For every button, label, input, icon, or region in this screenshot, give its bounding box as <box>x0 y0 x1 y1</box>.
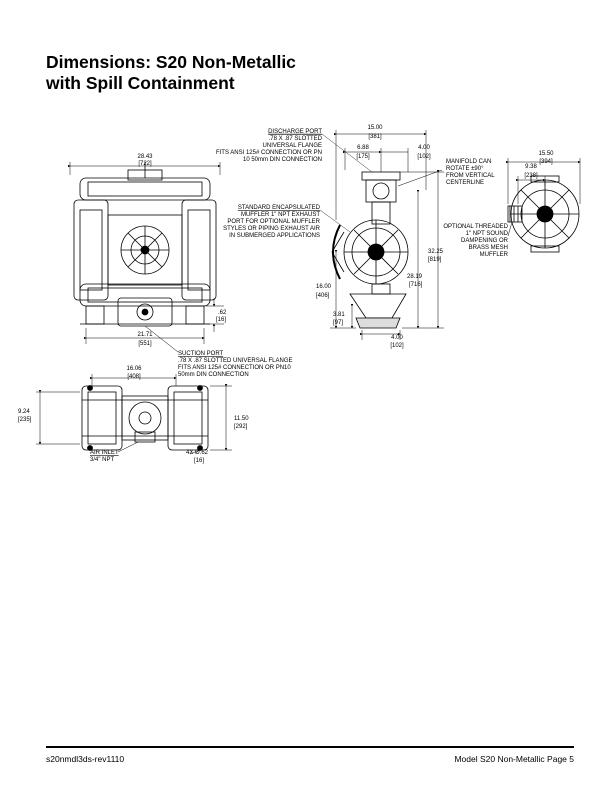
side-view-dimensions <box>330 130 444 340</box>
suction-port-line-3: FITS ANSI 125# CONNECTION OR PN10 <box>178 365 291 371</box>
top-view-dimensions <box>36 374 232 455</box>
side-width-label: 15.00 <box>367 125 383 131</box>
air-inlet-line-1: AIR INLET <box>90 450 119 456</box>
flange-offset-label: 6.88 <box>357 145 369 151</box>
base-width-mm-label: [102] <box>390 343 404 349</box>
bolt-hole-label: 4X Ø.62 <box>186 450 209 456</box>
end-half-width-mm-label: [238] <box>524 173 538 179</box>
top-depth-right-label: 11.50 <box>234 416 249 422</box>
manifold-line-3: FROM VERTICAL <box>446 173 495 179</box>
front-width-label: 28.43 <box>137 154 153 160</box>
optional-muffler-line-2: 1" NPT SOUND <box>466 231 509 237</box>
suction-port-line-4: 50mm DIN CONNECTION <box>178 372 249 378</box>
front-width-mm-label: [722] <box>138 161 152 167</box>
height-total-mm-label: [819] <box>428 257 442 263</box>
front-base-width-mm-label: [551] <box>138 341 152 347</box>
manifold-line-1: MANIFOLD CAN <box>446 159 491 165</box>
footer-page-label: Model S20 Non-Metallic Page 5 <box>454 754 574 764</box>
top-width-mm-label: [408] <box>127 374 141 380</box>
height-mid-label: 28.19 <box>407 274 423 280</box>
side-view-pump <box>331 171 409 329</box>
muffler-title: STANDARD ENCAPSULATED <box>238 205 321 211</box>
height-inlet-mm-label: [406] <box>316 293 330 299</box>
foot-height-mm-label: [16] <box>216 317 226 323</box>
base-height-label: 3.81 <box>333 312 345 318</box>
flange-offset-mm-label: [175] <box>356 154 370 160</box>
title-line-2: with Spill Containment <box>46 73 235 93</box>
front-view-dimensions <box>68 162 224 353</box>
end-view-pump <box>507 175 580 253</box>
optional-muffler-line-3: DAMPENING OR <box>461 238 509 244</box>
base-height-mm-label: [97] <box>333 320 343 326</box>
flange-right-label: 4.00 <box>418 145 430 151</box>
discharge-port-line-2: .78 X .87 SLOTTED <box>269 136 323 142</box>
front-view-pump <box>73 162 217 327</box>
muffler-line-2: MUFFLER 1" NPT EXHAUST <box>241 212 320 218</box>
foot-height-label: .62 <box>218 310 227 316</box>
flange-right-mm-label: [102] <box>417 154 431 160</box>
top-depth-left-label: 9.24 <box>18 409 30 415</box>
footer-document-code: s20nmdl3ds-rev1110 <box>46 754 125 764</box>
height-total-label: 32.25 <box>428 249 444 255</box>
optional-muffler-line-5: MUFFLER <box>480 252 509 258</box>
end-half-width-label: 9.38 <box>525 164 537 170</box>
suction-port-title: SUCTION PORT <box>178 351 224 357</box>
muffler-line-5: IN SUBMERGED APPLICATIONS <box>229 233 320 239</box>
end-width-mm-label: [394] <box>539 159 553 165</box>
discharge-port-line-5: 10 50mm DIN CONNECTION <box>243 157 322 163</box>
page-title: Dimensions: S20 Non-Metallic with Spill … <box>46 52 296 94</box>
air-inlet-line-2: 3/4" NPT <box>90 457 114 463</box>
side-width-mm-label: [381] <box>368 134 382 140</box>
top-depth-left-mm-label: [235] <box>18 417 32 423</box>
manifold-line-2: ROTATE ±90° <box>446 166 484 172</box>
suction-port-line-2: .78 X .87 SLOTTED UNIVERSAL FLANGE <box>178 358 292 364</box>
muffler-line-4: STYLES OR PIPING EXHAUST AIR <box>223 226 321 232</box>
front-base-width-label: 21.71 <box>137 332 153 338</box>
top-view-pump <box>81 385 209 451</box>
bolt-hole-mm-label: [16] <box>194 458 204 464</box>
discharge-port-line-4: FITS ANSI 125# CONNECTION OR PN <box>216 150 322 156</box>
top-depth-right-mm-label: [292] <box>234 424 248 430</box>
discharge-port-line-3: UNIVERSAL FLANGE <box>263 143 322 149</box>
height-inlet-label: 16.00 <box>316 284 332 290</box>
optional-muffler-line-4: BRASS MESH <box>469 245 508 251</box>
manifold-line-4: CENTERLINE <box>446 180 484 186</box>
muffler-line-3: PORT FOR OPTIONAL MUFFLER <box>227 219 320 225</box>
optional-muffler-line-1: OPTIONAL THREADED <box>443 224 508 230</box>
height-mid-mm-label: [716] <box>409 282 423 288</box>
base-width-label: 4.00 <box>391 335 403 341</box>
footer-divider <box>46 746 574 748</box>
end-view-dimensions <box>506 158 581 237</box>
top-width-label: 16.06 <box>126 366 142 372</box>
discharge-port-title: DISCHARGE PORT <box>268 129 322 135</box>
end-width-label: 15.50 <box>538 151 554 157</box>
title-line-1: Dimensions: S20 Non-Metallic <box>46 52 296 72</box>
